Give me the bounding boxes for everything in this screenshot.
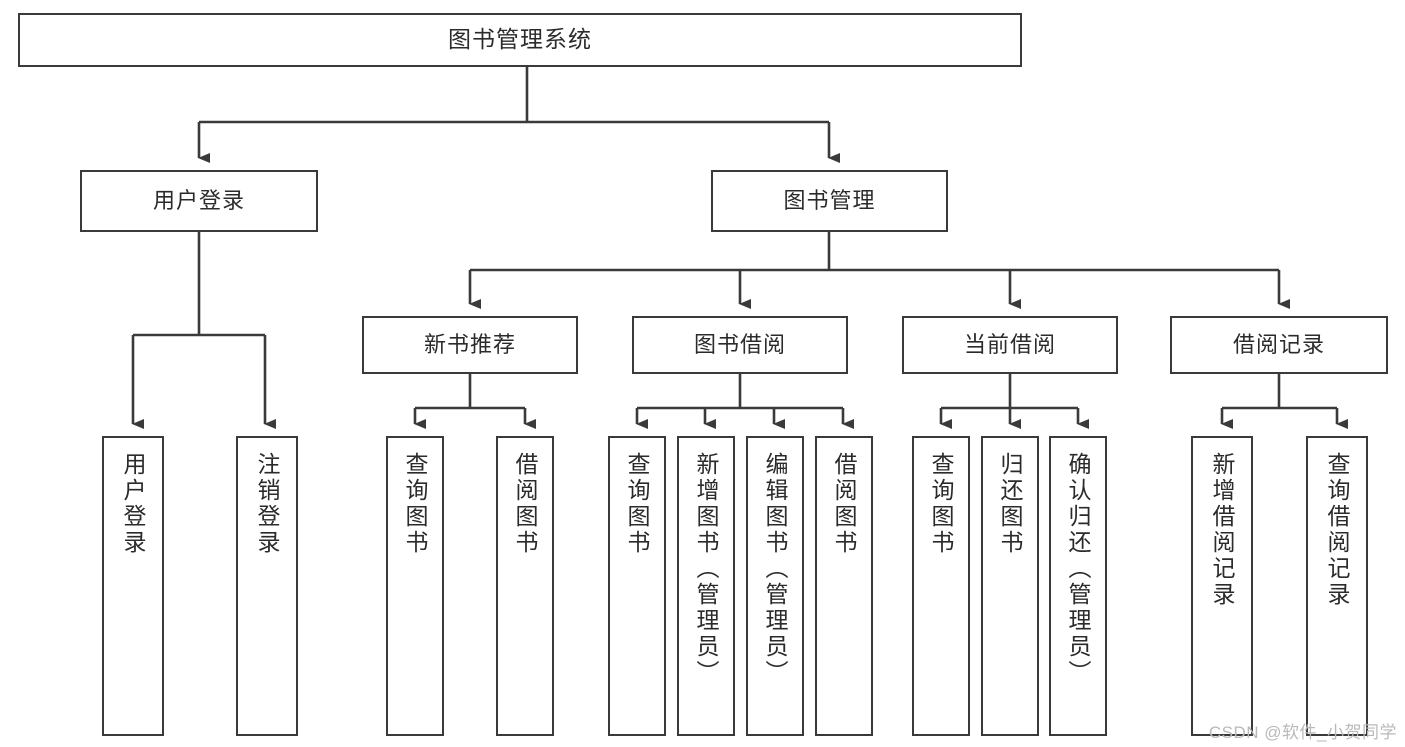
node-new-book-recommend[interactable]: 新书推荐 xyxy=(362,316,578,374)
watermark: CSDN @软件_小贺同学 xyxy=(1208,723,1397,742)
leaf-current-return-book-label: 归还图书 xyxy=(997,452,1024,556)
leaf-logout-label: 注销登录 xyxy=(254,452,281,556)
leaf-borrow-edit-book[interactable]: 编辑图书（管理员） xyxy=(746,436,804,736)
leaf-borrow-edit-book-label: 编辑图书（管理员） xyxy=(762,452,789,686)
leaf-borrow-borrow-book-label: 借阅图书 xyxy=(831,452,858,556)
leaf-recommend-query-book[interactable]: 查询图书 xyxy=(386,436,444,736)
leaf-record-add-label: 新增借阅记录 xyxy=(1209,452,1236,608)
leaf-current-return-book[interactable]: 归还图书 xyxy=(981,436,1039,736)
node-root[interactable]: 图书管理系统 xyxy=(18,13,1022,67)
leaf-borrow-add-book-label: 新增图书（管理员） xyxy=(693,452,720,686)
leaf-borrow-borrow-book[interactable]: 借阅图书 xyxy=(815,436,873,736)
node-user-login[interactable]: 用户登录 xyxy=(80,170,318,232)
leaf-current-query-book[interactable]: 查询图书 xyxy=(912,436,970,736)
leaf-current-query-book-label: 查询图书 xyxy=(928,452,955,556)
leaf-current-confirm-return[interactable]: 确认归还（管理员） xyxy=(1049,436,1107,736)
node-book-borrow[interactable]: 图书借阅 xyxy=(632,316,848,374)
node-book-management-label: 图书管理 xyxy=(783,187,876,213)
node-borrow-record[interactable]: 借阅记录 xyxy=(1170,316,1388,374)
leaf-logout[interactable]: 注销登录 xyxy=(236,436,298,736)
leaf-recommend-query-book-label: 查询图书 xyxy=(402,452,429,556)
leaf-current-confirm-return-label: 确认归还（管理员） xyxy=(1065,452,1092,686)
leaf-record-query-label: 查询借阅记录 xyxy=(1324,452,1351,608)
node-root-label: 图书管理系统 xyxy=(448,26,592,53)
node-borrow-record-label: 借阅记录 xyxy=(1232,331,1325,357)
leaf-record-add[interactable]: 新增借阅记录 xyxy=(1191,436,1253,736)
leaf-user-login[interactable]: 用户登录 xyxy=(102,436,164,736)
leaf-borrow-query-book[interactable]: 查询图书 xyxy=(608,436,666,736)
node-new-book-recommend-label: 新书推荐 xyxy=(423,331,516,357)
leaf-borrow-add-book[interactable]: 新增图书（管理员） xyxy=(677,436,735,736)
leaf-user-login-label: 用户登录 xyxy=(120,452,147,556)
node-book-management[interactable]: 图书管理 xyxy=(711,170,948,232)
leaf-record-query[interactable]: 查询借阅记录 xyxy=(1306,436,1368,736)
node-current-borrow-label: 当前借阅 xyxy=(963,331,1056,357)
node-current-borrow[interactable]: 当前借阅 xyxy=(902,316,1118,374)
node-user-login-label: 用户登录 xyxy=(152,187,245,213)
leaf-recommend-borrow-book-label: 借阅图书 xyxy=(512,452,539,556)
node-book-borrow-label: 图书借阅 xyxy=(693,331,786,357)
leaf-recommend-borrow-book[interactable]: 借阅图书 xyxy=(496,436,554,736)
leaf-borrow-query-book-label: 查询图书 xyxy=(624,452,651,556)
